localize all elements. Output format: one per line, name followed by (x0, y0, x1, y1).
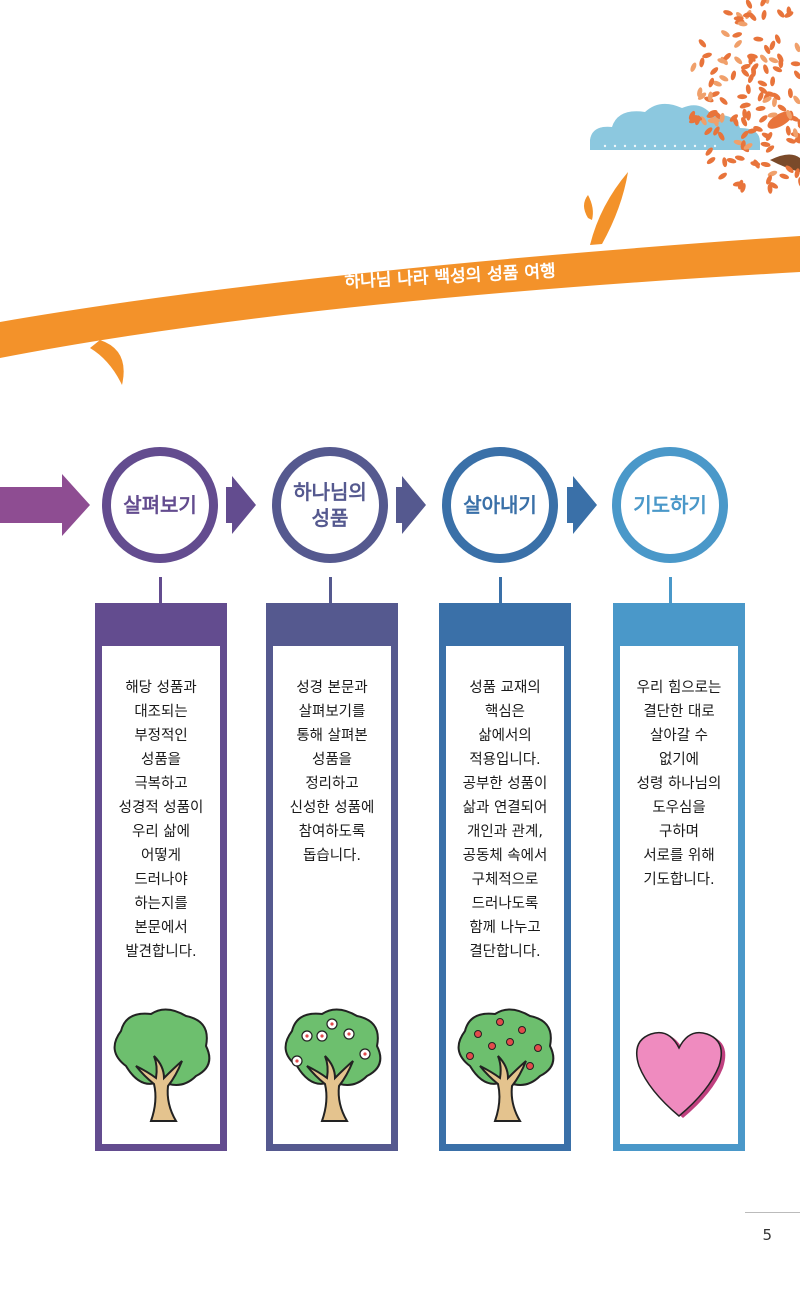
banner-illustration (0, 0, 800, 385)
orange-ribbon (0, 172, 800, 385)
tree-icon (102, 1006, 220, 1126)
step-label: 기도하기 (633, 493, 707, 517)
card-header (95, 603, 227, 646)
card-text: 성경 본문과 살펴보기를 통해 살펴본 성품을 정리하고 신성한 성품에 참여하… (289, 680, 375, 864)
arrow-3 (567, 476, 597, 534)
step-circle-character: 하나님의 성품 (272, 447, 388, 563)
step-circle-live: 살아내기 (442, 447, 558, 563)
step-label: 살아내기 (463, 493, 537, 517)
card-text: 해당 성품과 대조되는 부정적인 성품을 극복하고 성경적 성품이 우리 삶에 … (118, 680, 204, 960)
flowering-tree-icon (273, 1006, 391, 1126)
step-label: 살펴보기 (123, 493, 197, 517)
step-card-character: 성경 본문과 살펴보기를 통해 살펴본 성품을 정리하고 신성한 성품에 참여하… (266, 603, 398, 1151)
arrow-1 (226, 476, 256, 534)
card-header (266, 603, 398, 646)
start-arrow (0, 474, 90, 536)
step-circle-observe: 살펴보기 (102, 447, 218, 563)
orange-tree-icon (767, 111, 800, 172)
heart-icon (620, 1016, 738, 1126)
step-card-pray: 우리 힘으로는 결단한 대로 살아갈 수 없기에 성령 하나님의 도우심을 구하… (613, 603, 745, 1151)
connector (669, 577, 672, 603)
connector (329, 577, 332, 603)
step-label: 하나님의 성품 (293, 480, 367, 530)
step-card-live: 성품 교재의 핵심은 삶에서의 적용입니다. 공부한 성품이 삶과 연결되어 개… (439, 603, 571, 1151)
connector (159, 577, 162, 603)
connector (499, 577, 502, 603)
step-card-observe: 해당 성품과 대조되는 부정적인 성품을 극복하고 성경적 성품이 우리 삶에 … (95, 603, 227, 1151)
step-circle-pray: 기도하기 (612, 447, 728, 563)
page-number: 5 (762, 1226, 772, 1244)
card-header (613, 603, 745, 646)
card-header (439, 603, 571, 646)
card-text: 성품 교재의 핵심은 삶에서의 적용입니다. 공부한 성품이 삶과 연결되어 개… (462, 680, 548, 960)
page-rule (745, 1212, 800, 1213)
fruit-tree-icon (446, 1006, 564, 1126)
arrow-2 (396, 476, 426, 534)
card-text: 우리 힘으로는 결단한 대로 살아갈 수 없기에 성령 하나님의 도우심을 구하… (636, 680, 722, 888)
flow-arrows (0, 474, 597, 536)
